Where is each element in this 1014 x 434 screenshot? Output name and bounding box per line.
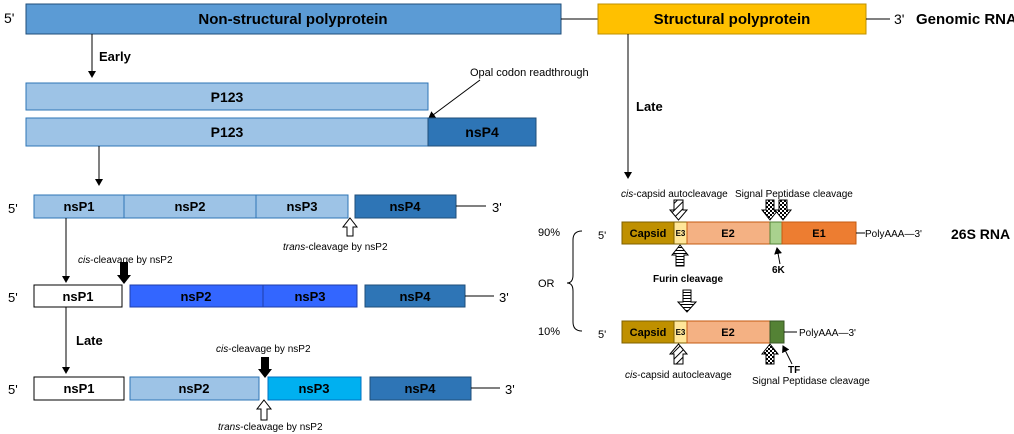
genome-three-prime: 3' <box>894 11 904 27</box>
bottom-capsid-label: Capsid <box>630 327 667 339</box>
p123-b-label: P123 <box>211 124 244 140</box>
top-polya-label: PolyAAA—3' <box>865 229 922 240</box>
signal-peptidase-arrow-top-2 <box>773 199 793 221</box>
bottom-five-prime: 5' <box>598 329 606 341</box>
row3-nsp2-label: nsP2 <box>178 381 209 396</box>
opal-readthrough-label: Opal codon readthrough <box>470 67 589 79</box>
cis-cleavage-label-2: cis-cleavage by nsP2 <box>216 344 311 355</box>
top-e1-label: E1 <box>812 228 825 240</box>
row1-five-prime: 5' <box>8 201 18 216</box>
trans-cleavage-arrow-1 <box>341 217 359 237</box>
row3-nsp4-label: nsP4 <box>404 381 436 396</box>
pct-90-label: 90% <box>538 227 560 239</box>
signal-peptidase-label-bottom: Signal Peptidase cleavage <box>752 376 870 387</box>
opal-arrow <box>428 79 481 119</box>
row2-five-prime: 5' <box>8 290 18 305</box>
bottom-tf-box <box>769 320 785 344</box>
p1234-nsp4-box <box>427 117 537 147</box>
row1-nsp3-label: nsP3 <box>286 199 317 214</box>
bottom-e2-label: E2 <box>721 327 734 339</box>
structural-polyprotein-label: Structural polyprotein <box>654 11 811 28</box>
capsid-autocleavage-arrow-bottom <box>668 343 689 365</box>
cis-capsid-label-bottom: cis-capsid autocleavage <box>625 370 732 381</box>
trans-cleavage-label-2: trans-cleavage by nsP2 <box>218 422 323 433</box>
structural-processing: Late cis-capsid autocleavage Signal Pept… <box>538 34 1010 387</box>
furin-cleavage-label: Furin cleavage <box>653 274 723 285</box>
or-label: OR <box>538 278 555 290</box>
cis-cleavage-label-1: cis-cleavage by nsP2 <box>78 255 173 266</box>
cis-capsid-label-top: cis-capsid autocleavage <box>621 189 728 200</box>
row2-nsp4-label: nsP4 <box>399 289 431 304</box>
top-e3-label: E3 <box>676 229 686 238</box>
row3-nsp2-box <box>129 376 260 401</box>
pct-10-label: 10% <box>538 326 560 338</box>
rna-26s-label: 26S RNA <box>951 226 1010 242</box>
row2-nsp3-box <box>262 284 358 308</box>
early-label: Early <box>99 49 132 64</box>
row1-nsp2-label: nsP2 <box>174 199 205 214</box>
bottom-polya-label: PolyAAA—3' <box>799 328 856 339</box>
row3-three-prime: 3' <box>505 382 515 397</box>
tf-label: TF <box>788 365 800 376</box>
cis-cleavage-arrow-2 <box>258 357 272 378</box>
p1234-nsp4-label: nsP4 <box>465 124 499 140</box>
row1-three-prime: 3' <box>492 200 502 215</box>
row2-nsp2-label: nsP2 <box>180 289 211 304</box>
top-five-prime: 5' <box>598 230 606 242</box>
nonstructural-processing: Early P123 Opal codon readthrough P123 n… <box>8 34 589 433</box>
late-label-right: Late <box>636 99 663 114</box>
late-label-left: Late <box>76 333 103 348</box>
signal-peptidase-label-top: Signal Peptidase cleavage <box>735 189 853 200</box>
trans-cleavage-arrow-2 <box>255 399 273 421</box>
top-capsid-label: Capsid <box>630 228 667 240</box>
genomic-rna-label: Genomic RNA <box>916 11 1014 28</box>
top-e2-label: E2 <box>721 228 734 240</box>
row2-three-prime: 3' <box>499 290 509 305</box>
nonstructural-polyprotein-label: Non-structural polyprotein <box>198 11 387 28</box>
row1-nsp4-label: nsP4 <box>389 199 421 214</box>
p123-nsp4-p123-box <box>25 117 429 147</box>
row3-nsp3-label: nsP3 <box>298 381 329 396</box>
cis-cleavage-arrow-1 <box>117 262 131 284</box>
tf-pointer <box>782 345 793 365</box>
row1-nsp3-box <box>255 194 349 219</box>
genomic-rna-row: 5' Non-structural polyprotein Structural… <box>4 3 1014 35</box>
row2-nsp1-label: nsP1 <box>62 289 93 304</box>
row3-nsp1-box <box>33 376 125 401</box>
processing-down-arrow <box>676 289 698 313</box>
row2-nsp3-label: nsP3 <box>294 289 325 304</box>
nonstructural-polyprotein-box <box>25 3 562 35</box>
row2-nsp1-box <box>33 284 123 308</box>
row3-nsp3-box <box>267 376 362 401</box>
genome-five-prime: 5' <box>4 10 14 26</box>
signal-peptidase-arrow-top-1 <box>760 199 780 221</box>
p123-label: P123 <box>211 89 244 105</box>
structural-polyprotein-box <box>597 3 867 35</box>
capsid-autocleavage-arrow-top <box>668 199 689 221</box>
signal-peptidase-arrow-bottom <box>760 343 780 365</box>
p123-box <box>25 82 429 111</box>
sixk-label: 6K <box>772 265 786 276</box>
furin-cleavage-arrow-up <box>670 244 690 267</box>
trans-cleavage-label-1: trans-cleavage by nsP2 <box>283 242 388 253</box>
top-6k-box <box>769 221 783 245</box>
bottom-e3-label: E3 <box>676 328 686 337</box>
row3-five-prime: 5' <box>8 382 18 397</box>
row3-nsp1-label: nsP1 <box>63 381 94 396</box>
choice-brace <box>566 230 583 332</box>
row1-nsp1-label: nsP1 <box>63 199 94 214</box>
sixk-pointer <box>774 247 783 265</box>
